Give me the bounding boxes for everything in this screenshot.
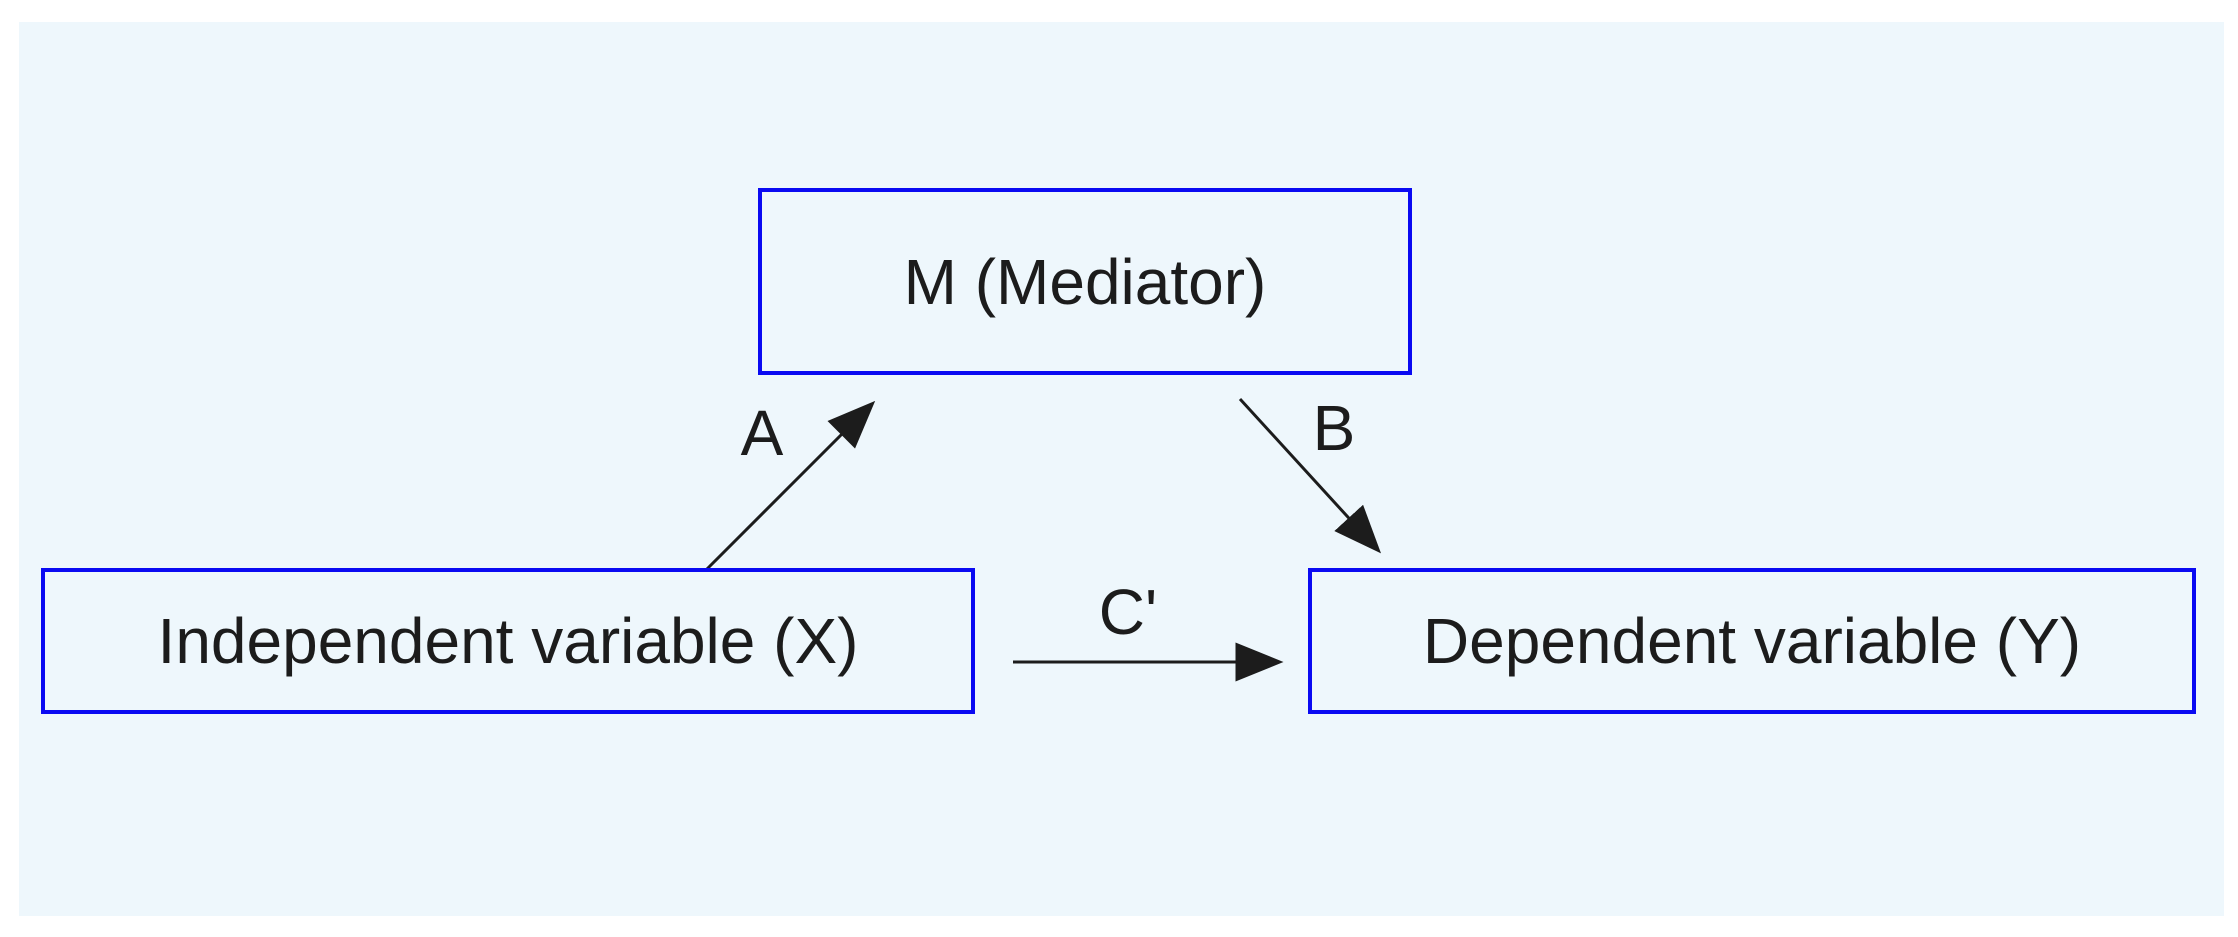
mediator-box xyxy=(758,188,1412,375)
edge-b-label: B xyxy=(1313,392,1356,464)
independent-node: Independent variable (X) xyxy=(41,568,975,714)
edge-a-arrow xyxy=(690,400,876,586)
dependent-label: Dependent variable (Y) xyxy=(1423,605,2081,677)
independent-box xyxy=(41,568,975,714)
edge-c-prime: C' xyxy=(1013,576,1284,682)
mediator-node: M (Mediator) xyxy=(758,188,1412,375)
dependent-box xyxy=(1308,568,2196,714)
dependent-node: Dependent variable (Y) xyxy=(1308,568,2196,714)
independent-label: Independent variable (X) xyxy=(158,605,859,677)
edge-b: B xyxy=(1238,392,1382,554)
edge-a-label: A xyxy=(741,397,784,469)
mediator-label: M (Mediator) xyxy=(904,246,1267,318)
edge-c-prime-label: C' xyxy=(1099,576,1157,648)
edge-b-arrow xyxy=(1238,397,1382,554)
canvas-background xyxy=(19,22,2224,916)
edge-a: A xyxy=(690,397,876,586)
